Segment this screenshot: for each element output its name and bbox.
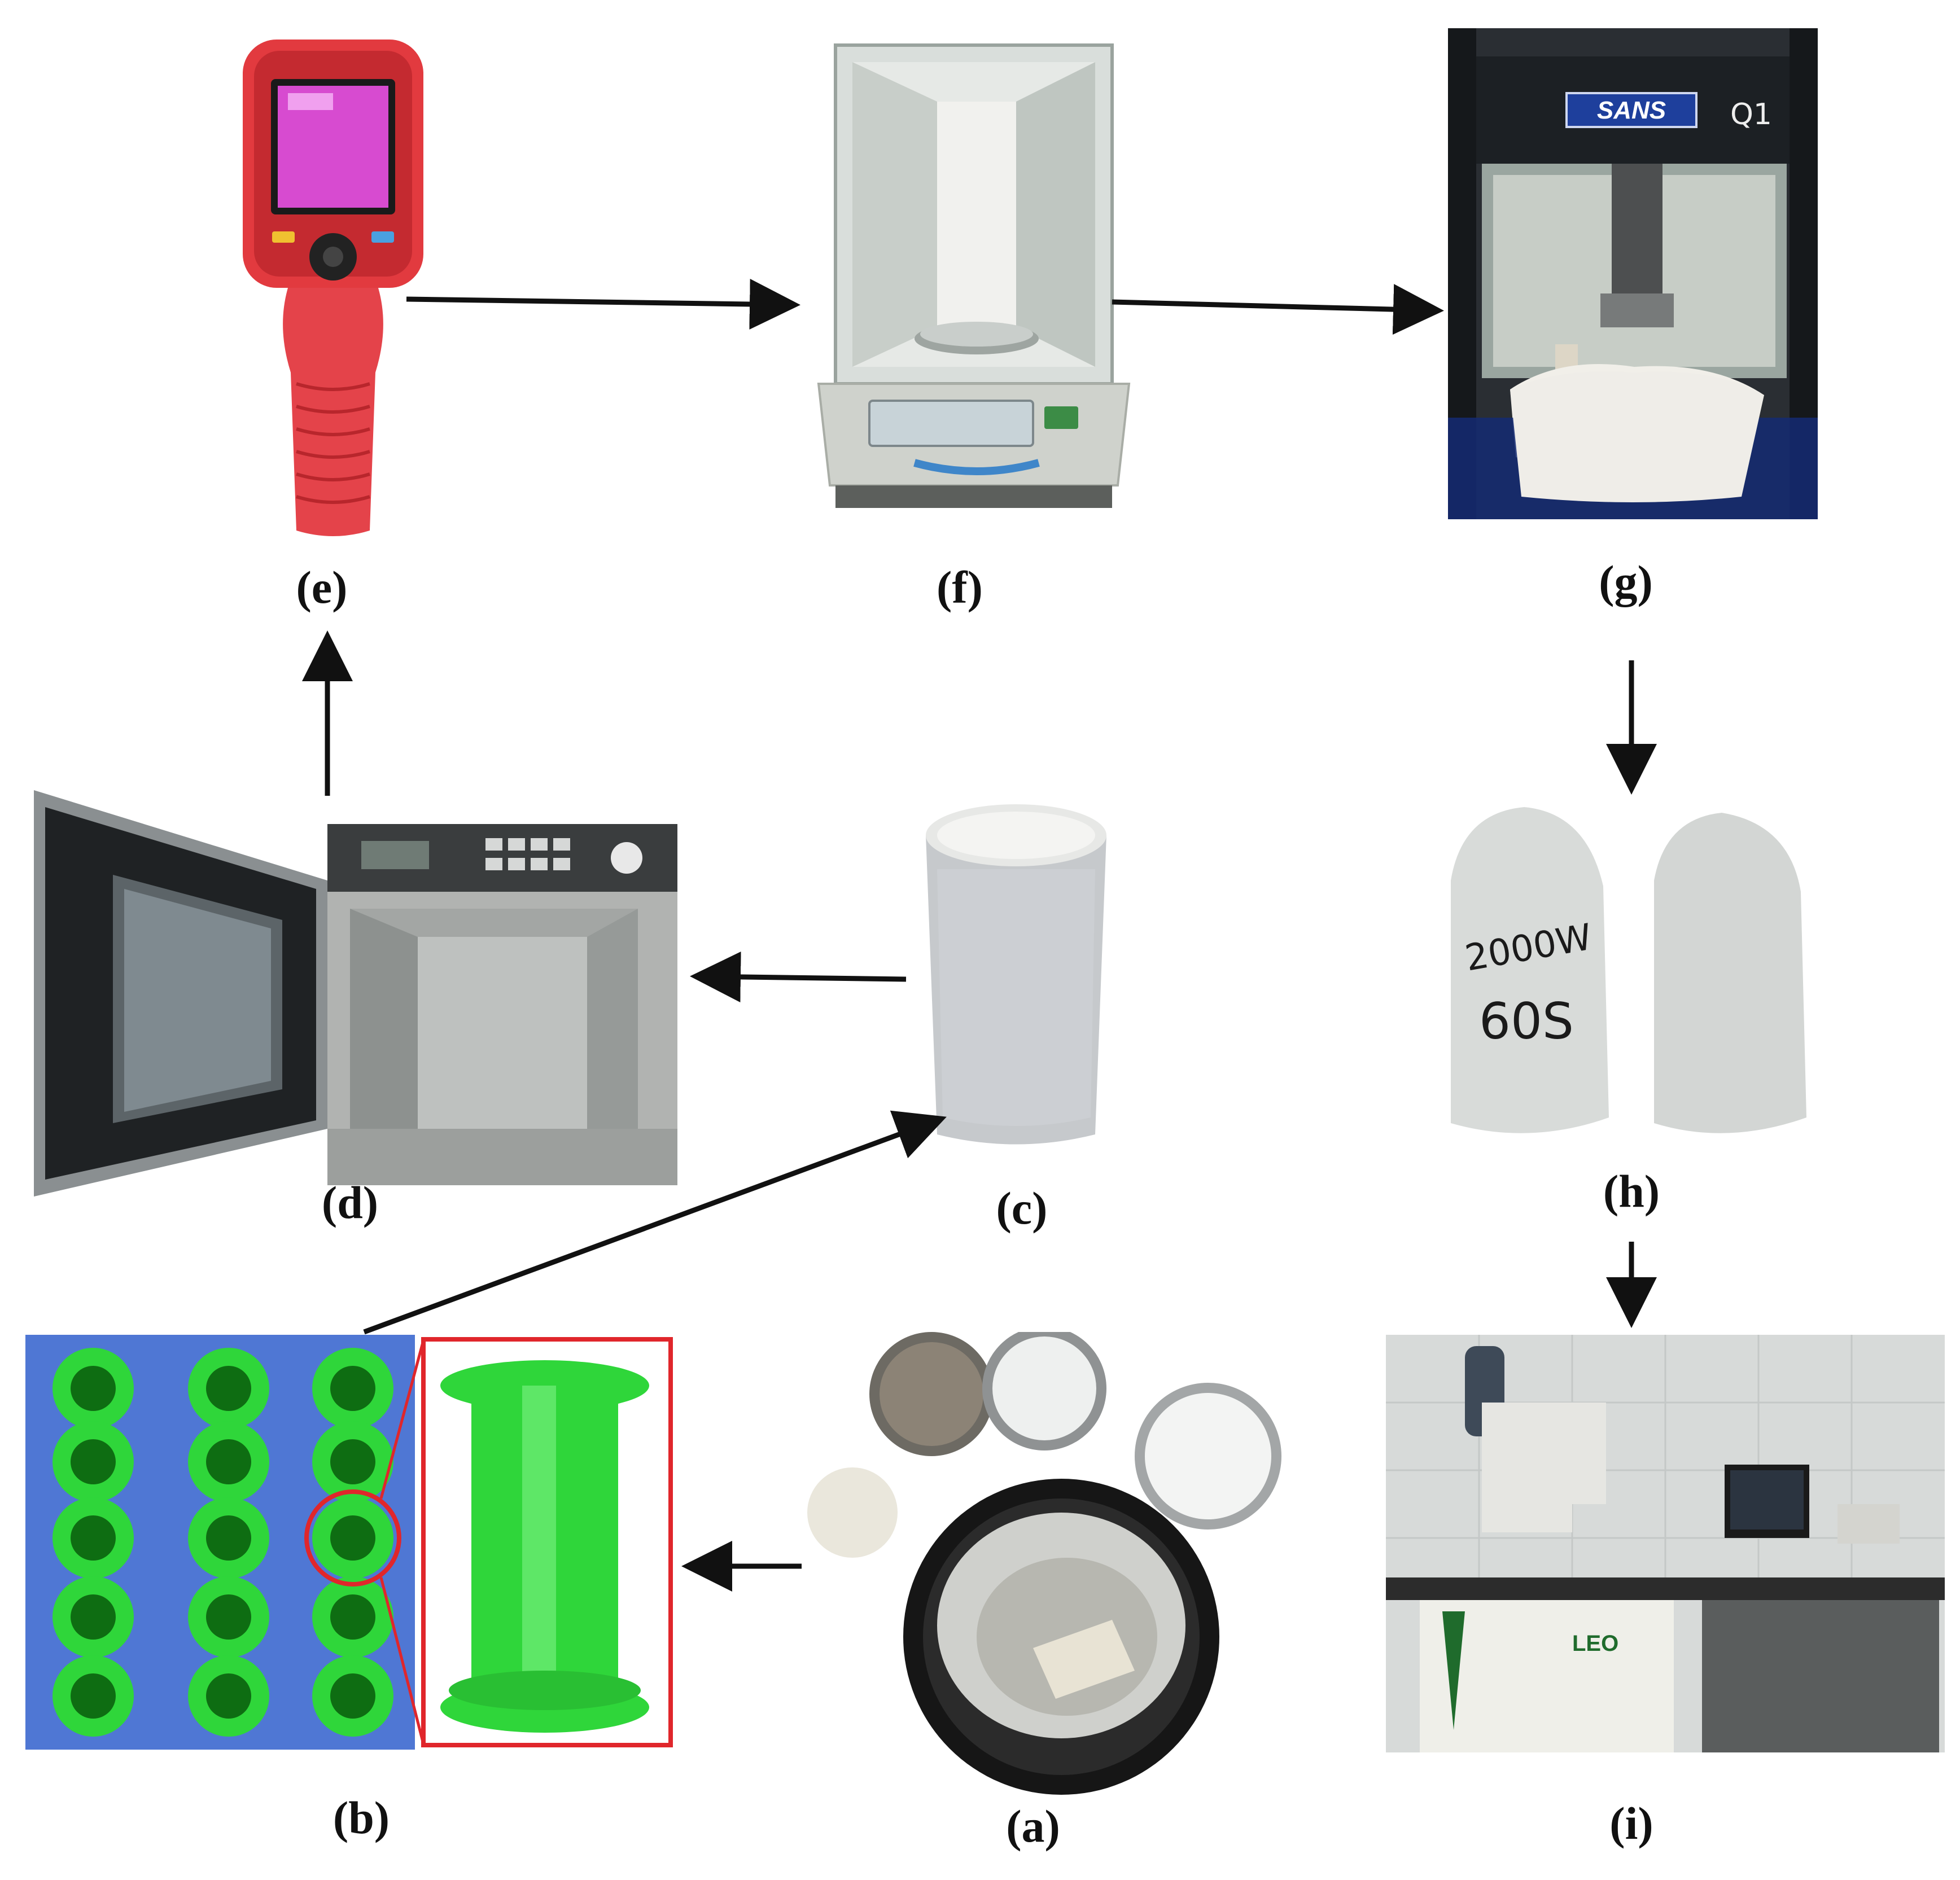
caption-f: (f) [937,562,983,613]
panel-a-raw-materials-photo [796,1332,1287,1795]
panel-h-failed-specimens-photo: 2000W 60S [1440,801,1823,1151]
arrow-e-to-f [406,278,800,330]
panel-d-microwave-oven-photo [34,790,683,1197]
caption-c: (c) [996,1182,1048,1234]
caption-a: (a) [1006,1800,1060,1852]
caption-d: (d) [321,1177,379,1228]
panel-f-analytical-balance-photo [813,34,1135,519]
arrow-c-to-d [690,951,907,1002]
panel-g-universal-testing-machine-photo: SANS Q1 [1448,28,1818,519]
press-brand-label: SANS [1597,97,1666,124]
panel-c-cylindrical-specimen-photo [915,801,1118,1151]
panel-i-scanning-electron-microscope-photo: LEO [1386,1335,1945,1752]
caption-b: (b) [333,1792,390,1843]
panel-b-green-molds-photo [25,1335,675,1750]
highlight-circle [304,1489,401,1587]
sem-brand-label: LEO [1572,1631,1618,1656]
specimen-note-time: 60S [1479,992,1574,1050]
arrow-f-to-g [1112,284,1444,335]
caption-e: (e) [296,562,348,613]
caption-g: (g) [1599,556,1653,607]
caption-i: (i) [1609,1798,1653,1849]
panel-e-infrared-thermometer-photo [237,34,429,542]
caption-h: (h) [1603,1165,1660,1217]
press-marking-label: Q1 [1730,98,1772,132]
